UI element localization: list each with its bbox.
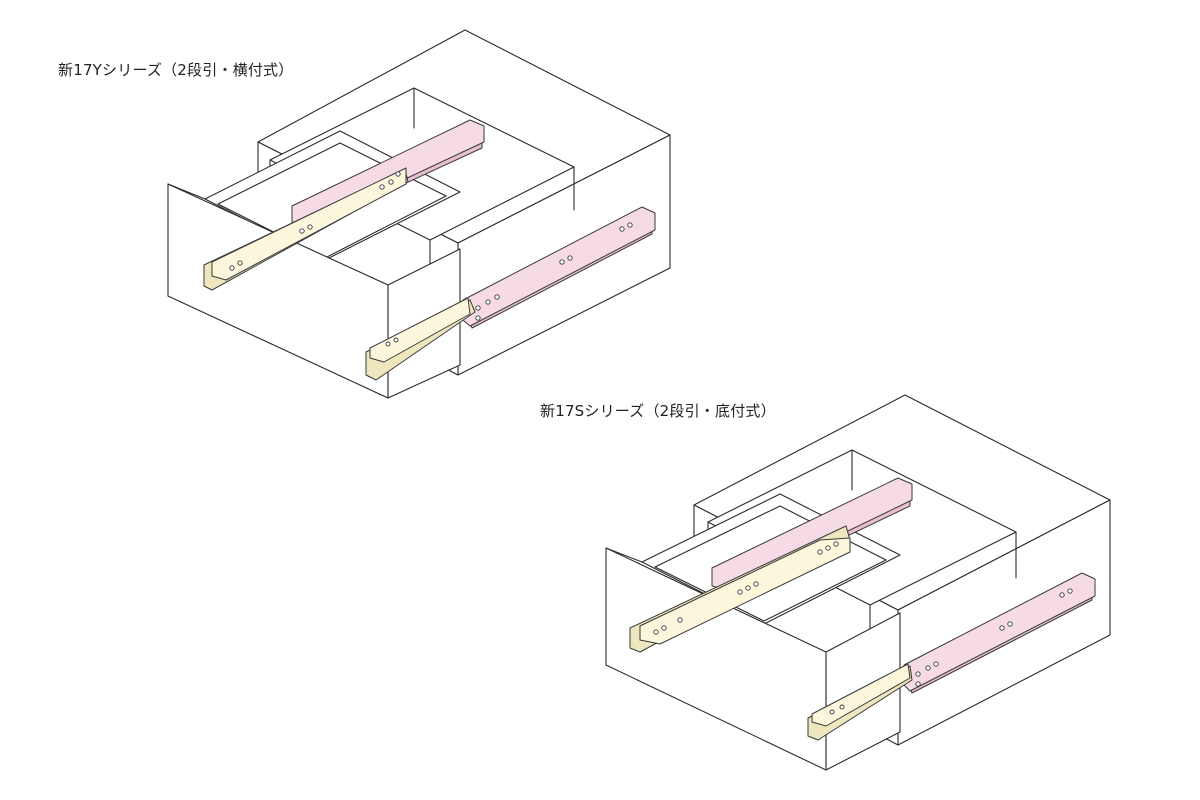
cabinet-rail-right-17y [462, 206, 656, 329]
drawer-front-panel [605, 547, 827, 771]
caption-17y-series: 新17Yシリーズ（2段引・横付式） [58, 61, 294, 79]
drawer-front-panel [167, 183, 389, 399]
drawer-rail-right-17y [365, 297, 476, 381]
drawer-rail-right-17s [807, 663, 913, 741]
drawer-rail-left-17y [203, 167, 409, 291]
caption-17s-series: 新17Sシリーズ（2段引・底付式） [540, 402, 776, 420]
figure-17s-bottom-mount [605, 394, 1111, 771]
figure-17y-side-mount [167, 29, 671, 399]
drawer-rail-left-17s [629, 525, 851, 653]
